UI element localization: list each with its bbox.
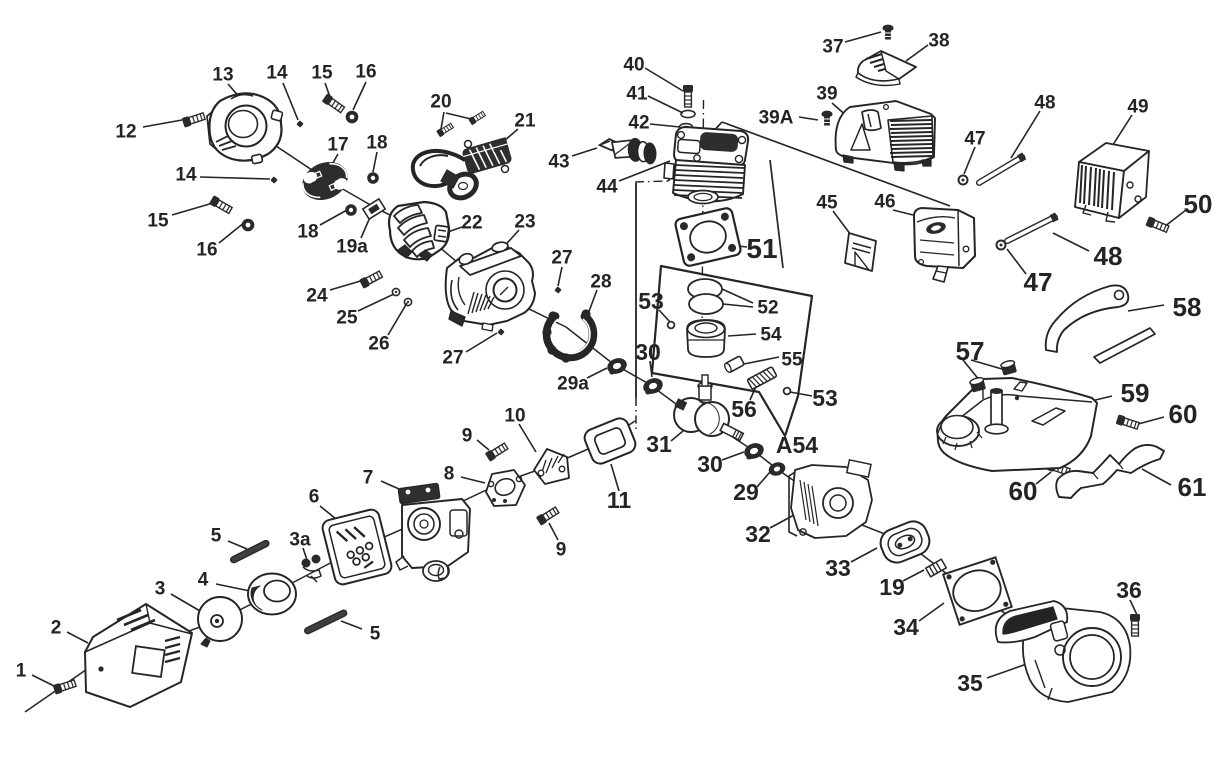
- svg-text:61: 61: [1178, 472, 1207, 502]
- svg-text:27: 27: [551, 248, 572, 269]
- svg-text:A54: A54: [776, 432, 818, 458]
- svg-text:28: 28: [590, 272, 611, 293]
- svg-text:4: 4: [198, 570, 209, 591]
- svg-text:60: 60: [1009, 476, 1038, 506]
- svg-text:49: 49: [1127, 97, 1148, 118]
- svg-text:18: 18: [366, 133, 387, 154]
- svg-text:14: 14: [266, 63, 288, 84]
- svg-text:46: 46: [874, 192, 895, 213]
- svg-text:37: 37: [822, 37, 843, 58]
- svg-text:11: 11: [607, 487, 632, 513]
- svg-text:18: 18: [297, 222, 318, 243]
- svg-text:54: 54: [760, 325, 782, 346]
- svg-text:50: 50: [1184, 189, 1213, 219]
- svg-text:36: 36: [1116, 577, 1142, 603]
- svg-text:17: 17: [327, 135, 348, 156]
- svg-text:38: 38: [928, 31, 949, 52]
- svg-text:12: 12: [115, 122, 136, 143]
- svg-text:47: 47: [964, 129, 985, 150]
- svg-text:26: 26: [368, 334, 389, 355]
- svg-text:5: 5: [370, 624, 381, 645]
- svg-text:23: 23: [514, 212, 535, 233]
- svg-text:21: 21: [514, 111, 536, 132]
- svg-text:30: 30: [635, 339, 661, 365]
- svg-text:22: 22: [461, 213, 482, 234]
- svg-text:9: 9: [462, 426, 473, 447]
- svg-text:53: 53: [812, 385, 838, 411]
- svg-text:51: 51: [746, 233, 777, 264]
- svg-text:15: 15: [311, 63, 333, 84]
- svg-text:31: 31: [646, 431, 672, 457]
- svg-text:41: 41: [626, 84, 648, 105]
- svg-text:33: 33: [825, 555, 851, 581]
- svg-text:53: 53: [638, 288, 664, 314]
- svg-text:7: 7: [363, 468, 374, 489]
- svg-text:45: 45: [816, 193, 838, 214]
- svg-text:32: 32: [745, 521, 771, 547]
- svg-text:25: 25: [336, 308, 358, 329]
- svg-text:2: 2: [51, 618, 62, 639]
- svg-text:47: 47: [1024, 267, 1053, 297]
- svg-text:16: 16: [355, 62, 376, 83]
- svg-text:42: 42: [628, 113, 649, 134]
- svg-text:57: 57: [956, 336, 985, 366]
- svg-text:8: 8: [444, 464, 455, 485]
- svg-text:29: 29: [733, 479, 759, 505]
- svg-text:3a: 3a: [289, 530, 311, 551]
- svg-text:15: 15: [147, 211, 169, 232]
- svg-text:10: 10: [504, 406, 525, 427]
- svg-text:48: 48: [1034, 93, 1055, 114]
- svg-text:39: 39: [816, 84, 837, 105]
- svg-text:20: 20: [430, 92, 451, 113]
- svg-text:16: 16: [196, 240, 217, 261]
- svg-text:19: 19: [879, 574, 905, 600]
- svg-text:27: 27: [442, 348, 463, 369]
- svg-text:13: 13: [212, 65, 233, 86]
- svg-text:56: 56: [731, 396, 757, 422]
- svg-text:60: 60: [1169, 399, 1198, 429]
- svg-text:39A: 39A: [759, 108, 794, 129]
- svg-text:5: 5: [211, 526, 222, 547]
- svg-text:1: 1: [16, 661, 27, 682]
- svg-text:52: 52: [757, 298, 778, 319]
- svg-text:19a: 19a: [336, 237, 368, 258]
- svg-text:34: 34: [893, 614, 919, 640]
- svg-text:58: 58: [1173, 292, 1202, 322]
- svg-text:3: 3: [155, 579, 166, 600]
- svg-text:14: 14: [175, 165, 197, 186]
- svg-text:30: 30: [697, 451, 723, 477]
- svg-text:6: 6: [309, 487, 320, 508]
- svg-text:9: 9: [556, 540, 567, 561]
- svg-text:24: 24: [306, 286, 328, 307]
- svg-text:48: 48: [1094, 241, 1123, 271]
- svg-text:29a: 29a: [557, 374, 589, 395]
- svg-text:59: 59: [1121, 378, 1150, 408]
- svg-text:35: 35: [957, 670, 983, 696]
- svg-text:40: 40: [623, 55, 644, 76]
- svg-text:44: 44: [596, 177, 618, 198]
- svg-text:55: 55: [781, 350, 803, 371]
- svg-text:43: 43: [548, 152, 569, 173]
